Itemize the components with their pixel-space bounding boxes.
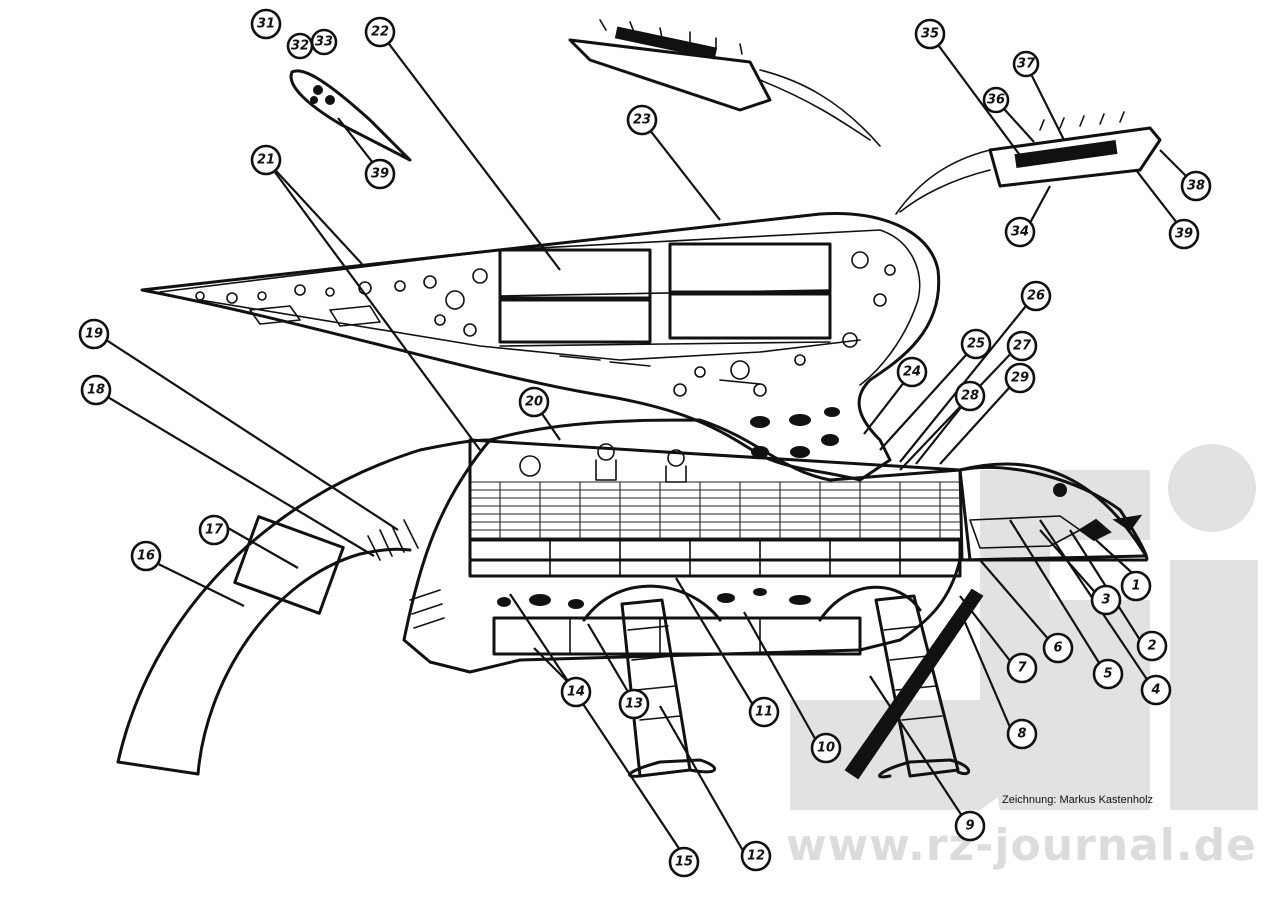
callout-23: 23 [626,104,658,136]
main-fuselage [402,407,1149,674]
callout-34: 34 [1004,216,1036,248]
svg-text:21: 21 [257,153,275,168]
svg-text:33: 33 [315,35,333,50]
small-ship-top-center [568,19,881,147]
svg-text:5: 5 [1103,667,1112,682]
svg-text:31: 31 [257,17,275,32]
svg-text:19: 19 [85,327,103,342]
svg-text:24: 24 [903,365,921,380]
callout-26: 26 [1020,280,1052,312]
callout-31: 31 [250,8,282,40]
upper-wing-section [140,212,941,482]
callout-17: 17 [198,514,230,546]
landing-legs [582,584,984,780]
callout-12: 12 [740,840,772,872]
callout-27: 27 [1006,330,1038,362]
callout-38: 38 [1180,170,1212,202]
svg-text:27: 27 [1013,339,1032,354]
callout-39-right: 39 [1168,218,1200,250]
svg-text:18: 18 [87,383,105,398]
callout-19: 19 [78,318,110,350]
callout-14: 14 [560,676,592,708]
callout-25: 25 [960,328,992,360]
svg-text:9: 9 [965,819,974,834]
callout-6: 6 [1042,632,1074,664]
svg-text:38: 38 [1187,179,1205,194]
callout-10: 10 [810,732,842,764]
svg-text:28: 28 [961,389,979,404]
callout-7: 7 [1006,652,1038,684]
svg-text:4: 4 [1150,683,1160,698]
svg-text:23: 23 [633,113,651,128]
callout-32: 32 [286,32,314,60]
callout-4: 4 [1140,674,1172,706]
svg-text:11: 11 [755,705,773,720]
svg-text:16: 16 [137,549,155,564]
svg-text:22: 22 [371,25,389,40]
svg-text:34: 34 [1011,225,1029,240]
svg-text:3: 3 [1101,593,1110,608]
callout-24: 24 [896,356,928,388]
svg-text:25: 25 [967,337,985,352]
callout-35: 35 [914,18,946,50]
svg-text:17: 17 [205,523,224,538]
svg-text:2: 2 [1147,639,1156,654]
callout-36: 36 [982,86,1010,114]
small-ship-top-right [895,111,1162,215]
svg-text:29: 29 [1011,371,1029,386]
callout-5: 5 [1092,658,1124,690]
callout-8: 8 [1006,718,1038,750]
callout-21: 21 [250,144,282,176]
callout-18: 18 [80,374,112,406]
callout-2: 2 [1136,630,1168,662]
callout-33: 33 [310,28,338,56]
svg-text:36: 36 [987,93,1005,108]
svg-text:35: 35 [921,27,939,42]
drawing-credit: Zeichnung: Markus Kastenholz [1002,794,1154,806]
callout-28: 28 [954,380,986,412]
callout-11: 11 [748,696,780,728]
svg-text:15: 15 [675,855,693,870]
callout-15: 15 [668,846,700,878]
svg-text:14: 14 [567,685,585,700]
callout-22: 22 [364,16,396,48]
svg-text:10: 10 [817,741,835,756]
callout-39-left: 39 [364,158,396,190]
svg-text:6: 6 [1053,641,1062,656]
svg-text:13: 13 [625,697,643,712]
svg-text:39: 39 [1175,227,1193,242]
callout-20: 20 [518,386,550,418]
watermark-url: www.rz-journal.de [786,820,1257,871]
small-ship-top-left [289,69,412,162]
exhaust-rings [367,519,445,629]
callout-29: 29 [1004,362,1036,394]
svg-text:20: 20 [525,395,543,410]
rear-arch [116,438,492,776]
svg-text:39: 39 [371,167,389,182]
callout-9: 9 [954,810,986,842]
svg-text:26: 26 [1027,289,1045,304]
callout-3: 3 [1090,584,1122,616]
engine-grille [470,481,960,540]
callout-13: 13 [618,688,650,720]
svg-text:1: 1 [1131,579,1140,594]
svg-text:7: 7 [1017,661,1027,676]
svg-text:32: 32 [291,39,309,54]
callout-1: 1 [1120,570,1152,602]
callout-37: 37 [1012,50,1040,78]
callout-16: 16 [130,540,162,572]
svg-text:8: 8 [1017,727,1026,742]
svg-text:37: 37 [1017,57,1036,72]
svg-text:12: 12 [747,849,765,864]
